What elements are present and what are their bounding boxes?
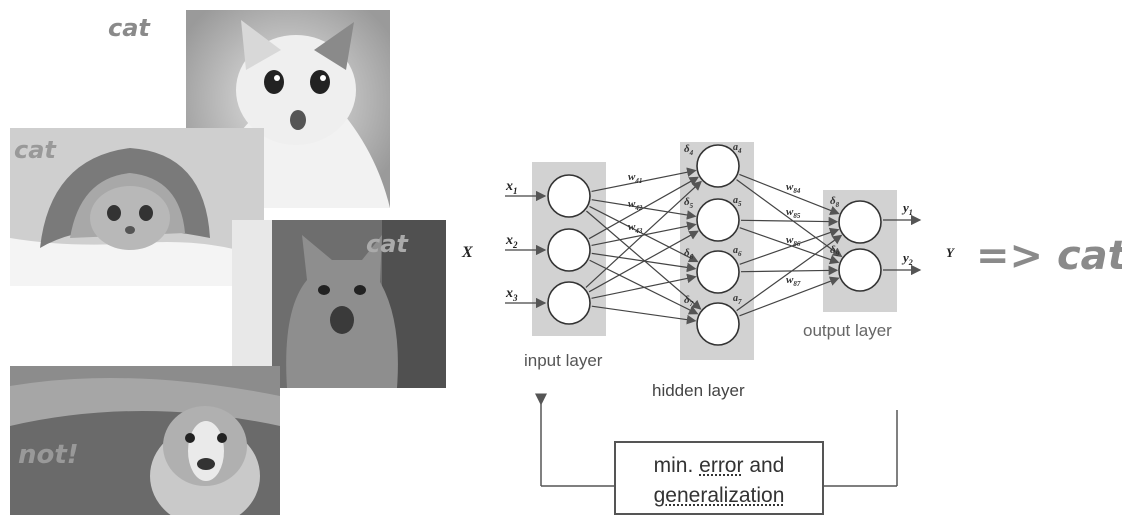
activation-5: a5	[733, 195, 742, 208]
activation-7: a7	[733, 293, 742, 306]
feedback-box: min. error and generalization	[614, 441, 824, 515]
cat-photo-2	[10, 128, 264, 286]
weight-w85: w85	[786, 206, 801, 220]
hidden-node-4	[696, 144, 740, 188]
hidden-node-6	[696, 250, 740, 294]
activation-6: a6	[733, 245, 742, 258]
cat-label-1: cat	[108, 14, 150, 42]
output-y2: y2	[901, 250, 913, 267]
edge-h6-o8	[739, 227, 840, 265]
input-x2: x2	[505, 233, 518, 250]
edge-i3-h5	[588, 230, 699, 293]
edge-i3-h7	[591, 305, 697, 325]
hidden-node-7	[696, 302, 740, 346]
hidden-layer-label: hidden layer	[652, 381, 745, 400]
hidden-node-5	[696, 198, 740, 242]
output-symbol: Y	[946, 245, 955, 260]
edge-i1-h7	[586, 210, 702, 310]
delta-6: δ6	[684, 247, 694, 261]
edge-h5-o9	[739, 227, 840, 265]
edge-i3-h4	[585, 180, 702, 288]
weight-w42: w42	[628, 198, 643, 212]
input-node-3	[547, 281, 591, 325]
input-x1: x1	[505, 179, 518, 196]
delta-7: δ7	[684, 294, 694, 308]
dog-label: not!	[18, 440, 79, 470]
input-symbol: X	[461, 244, 473, 261]
cat-label-2: cat	[14, 136, 56, 164]
edge-i2-h4	[588, 176, 700, 240]
weight-w86: w86	[786, 234, 801, 248]
edge-i3-h6	[591, 273, 697, 299]
feedback-error-word: error	[699, 454, 744, 477]
output-y1: y1	[901, 200, 913, 217]
edge-h7-o8	[736, 234, 843, 312]
delta-4: δ4	[684, 143, 694, 157]
edge-h4-o8	[739, 173, 840, 215]
delta-8: δ8	[830, 195, 840, 209]
cat-label-3: cat	[366, 230, 408, 258]
input-layer-label: input layer	[524, 351, 603, 370]
edge-h6-o9	[740, 265, 839, 276]
result-text: => cat!	[976, 233, 1122, 279]
input-node-2	[547, 228, 591, 272]
input-node-1	[547, 174, 591, 218]
activation-4: a4	[733, 142, 742, 155]
delta-5: δ5	[684, 196, 694, 210]
weight-w43: w43	[628, 221, 643, 235]
output-node-9	[838, 248, 882, 292]
feedback-loop	[535, 393, 898, 487]
delta-9: δ9	[830, 244, 840, 258]
output-node-8	[838, 200, 882, 244]
dog-photo	[10, 366, 280, 515]
edge-h7-o9	[739, 276, 840, 317]
edge-h4-o9	[736, 179, 843, 258]
feedback-line-1: min. error and	[653, 454, 785, 477]
output-layer-label: output layer	[803, 321, 892, 340]
edge-h5-o8	[740, 216, 839, 227]
weight-w41: w41	[628, 171, 642, 185]
weight-w87: w87	[786, 274, 801, 288]
weight-w84: w84	[786, 181, 801, 195]
input-x3: x3	[505, 286, 518, 303]
cat-photo-3	[232, 220, 446, 388]
edge-i1-h4	[591, 167, 697, 193]
feedback-line-2: generalization	[653, 484, 785, 507]
